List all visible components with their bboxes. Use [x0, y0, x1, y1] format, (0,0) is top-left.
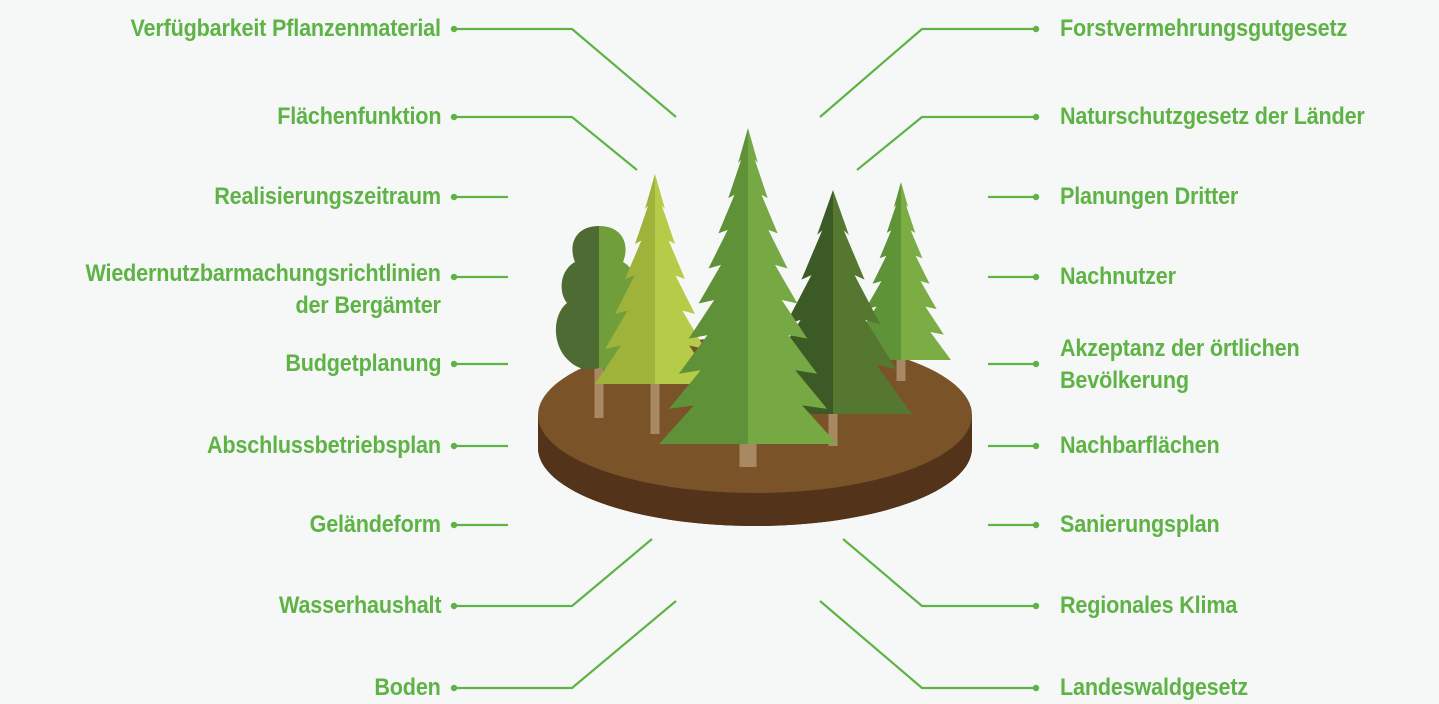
dark-fir-crown-left-half: [754, 190, 833, 414]
left-label-9: Boden: [375, 672, 441, 704]
left-label-8: Wasserhaushalt: [278, 590, 442, 622]
right-label-9-line-1: Landeswaldgesetz: [1060, 674, 1248, 701]
left-label-8-line-1: Wasserhaushalt: [278, 592, 442, 619]
left-label-5: Budgetplanung: [285, 348, 441, 380]
left-connector-line-8: [454, 538, 653, 608]
connector-lines: [450, 25, 1040, 692]
left-connector-line-2: [454, 115, 638, 171]
left-connector-dot-2: [450, 113, 458, 121]
central-fir-crown-left-half: [659, 128, 748, 444]
right-label-4-line-1: Nachnutzer: [1060, 263, 1176, 290]
central-fir-trunk: [739, 440, 757, 467]
right-label-3: Planungen Dritter: [1060, 181, 1238, 213]
lime-fir-trunk: [650, 380, 660, 434]
lime-fir-crown: [595, 174, 715, 384]
left-label-3: Realisierungszeitraum: [214, 181, 441, 213]
left-label-4: Wiedernutzbarmachungsrichtlinien der Berg…: [86, 258, 441, 322]
left-label-2-line-1: Flächenfunktion: [276, 103, 441, 130]
right-label-6: Nachbarflächen: [1060, 430, 1220, 462]
left-label-2: Flächenfunktion: [277, 101, 441, 133]
left-connector-dot-9: [450, 684, 458, 692]
right-connector-dot-5: [1032, 360, 1040, 368]
left-label-1-line-1: Verfügbarkeit Pflanzenmaterial: [130, 15, 441, 42]
right-label-8: Regionales Klima: [1060, 590, 1237, 622]
left-label-4-line-2: der Bergämter: [295, 292, 442, 319]
right-connector-line-1: [819, 27, 1036, 118]
left-label-1: Verfügbarkeit Pflanzenmaterial: [131, 13, 441, 45]
lime-fir-crown-left-half: [595, 174, 655, 384]
right-label-1: Forstvermehrungsgutgesetz: [1060, 13, 1347, 45]
right-label-2-line-1: Naturschutzgesetz der Länder: [1060, 103, 1365, 130]
right-connector-dot-6: [1032, 442, 1040, 450]
central-fir-crown: [659, 128, 837, 444]
right-label-7: Sanierungsplan: [1060, 509, 1220, 541]
left-connector-dot-8: [450, 602, 458, 610]
left-connector-line-1: [454, 27, 677, 118]
right-label-5-line-1: Akzeptanz der örtlichen: [1060, 335, 1300, 362]
left-label-5-line-1: Budgetplanung: [284, 350, 441, 377]
right-connector-line-8: [842, 538, 1036, 608]
left-label-7: Geländeform: [310, 509, 441, 541]
right-connector-line-2: [856, 115, 1036, 171]
left-label-9-line-1: Boden: [374, 674, 441, 701]
small-fir-crown-right-half: [901, 182, 951, 360]
right-label-4: Nachnutzer: [1060, 261, 1176, 293]
left-connector-dot-4: [450, 273, 458, 281]
left-connector-dot-5: [450, 360, 458, 368]
right-label-7-line-1: Sanierungsplan: [1060, 511, 1220, 538]
small-fir-crown: [851, 182, 951, 360]
dark-fir-crown: [754, 190, 912, 414]
central-fir-crown-right-half: [748, 128, 837, 444]
left-label-7-line-1: Geländeform: [309, 511, 441, 538]
right-connector-dot-8: [1032, 602, 1040, 610]
round-tree-trunk: [594, 360, 604, 418]
right-connector-dot-3: [1032, 193, 1040, 201]
right-label-3-line-1: Planungen Dritter: [1060, 183, 1239, 210]
small-fir-crown-left-half: [851, 182, 901, 360]
left-label-6: Abschlussbetriebsplan: [207, 430, 441, 462]
right-label-8-line-1: Regionales Klima: [1060, 592, 1238, 619]
right-label-1-line-1: Forstvermehrungsgutgesetz: [1060, 15, 1348, 42]
right-connector-dot-2: [1032, 113, 1040, 121]
left-label-6-line-1: Abschlussbetriebsplan: [207, 432, 441, 459]
right-label-9: Landeswaldgesetz: [1060, 672, 1248, 704]
left-connector-dot-3: [450, 193, 458, 201]
small-fir-trunk: [896, 355, 906, 381]
lime-fir-crown-right-half: [655, 174, 715, 384]
right-label-2: Naturschutzgesetz der Länder: [1060, 101, 1365, 133]
right-label-5-line-2: Bevölkerung: [1060, 367, 1189, 394]
left-label-3-line-1: Realisierungszeitraum: [214, 183, 441, 210]
left-label-4-line-1: Wiedernutzbarmachungsrichtlinien: [85, 260, 441, 287]
left-connector-dot-1: [450, 25, 458, 33]
right-connector-dot-7: [1032, 521, 1040, 529]
left-connector-line-9: [454, 600, 677, 690]
dark-fir-trunk: [828, 410, 838, 446]
right-connector-dot-1: [1032, 25, 1040, 33]
right-connector-line-9: [819, 600, 1036, 690]
left-connector-dot-6: [450, 442, 458, 450]
tree-group: [555, 128, 951, 467]
left-connector-dot-7: [450, 521, 458, 529]
round-tree-crown-left: [555, 226, 599, 370]
dark-fir-crown-right-half: [833, 190, 912, 414]
right-label-6-line-1: Nachbarflächen: [1060, 432, 1220, 459]
right-connector-dot-4: [1032, 273, 1040, 281]
right-connector-dot-9: [1032, 684, 1040, 692]
